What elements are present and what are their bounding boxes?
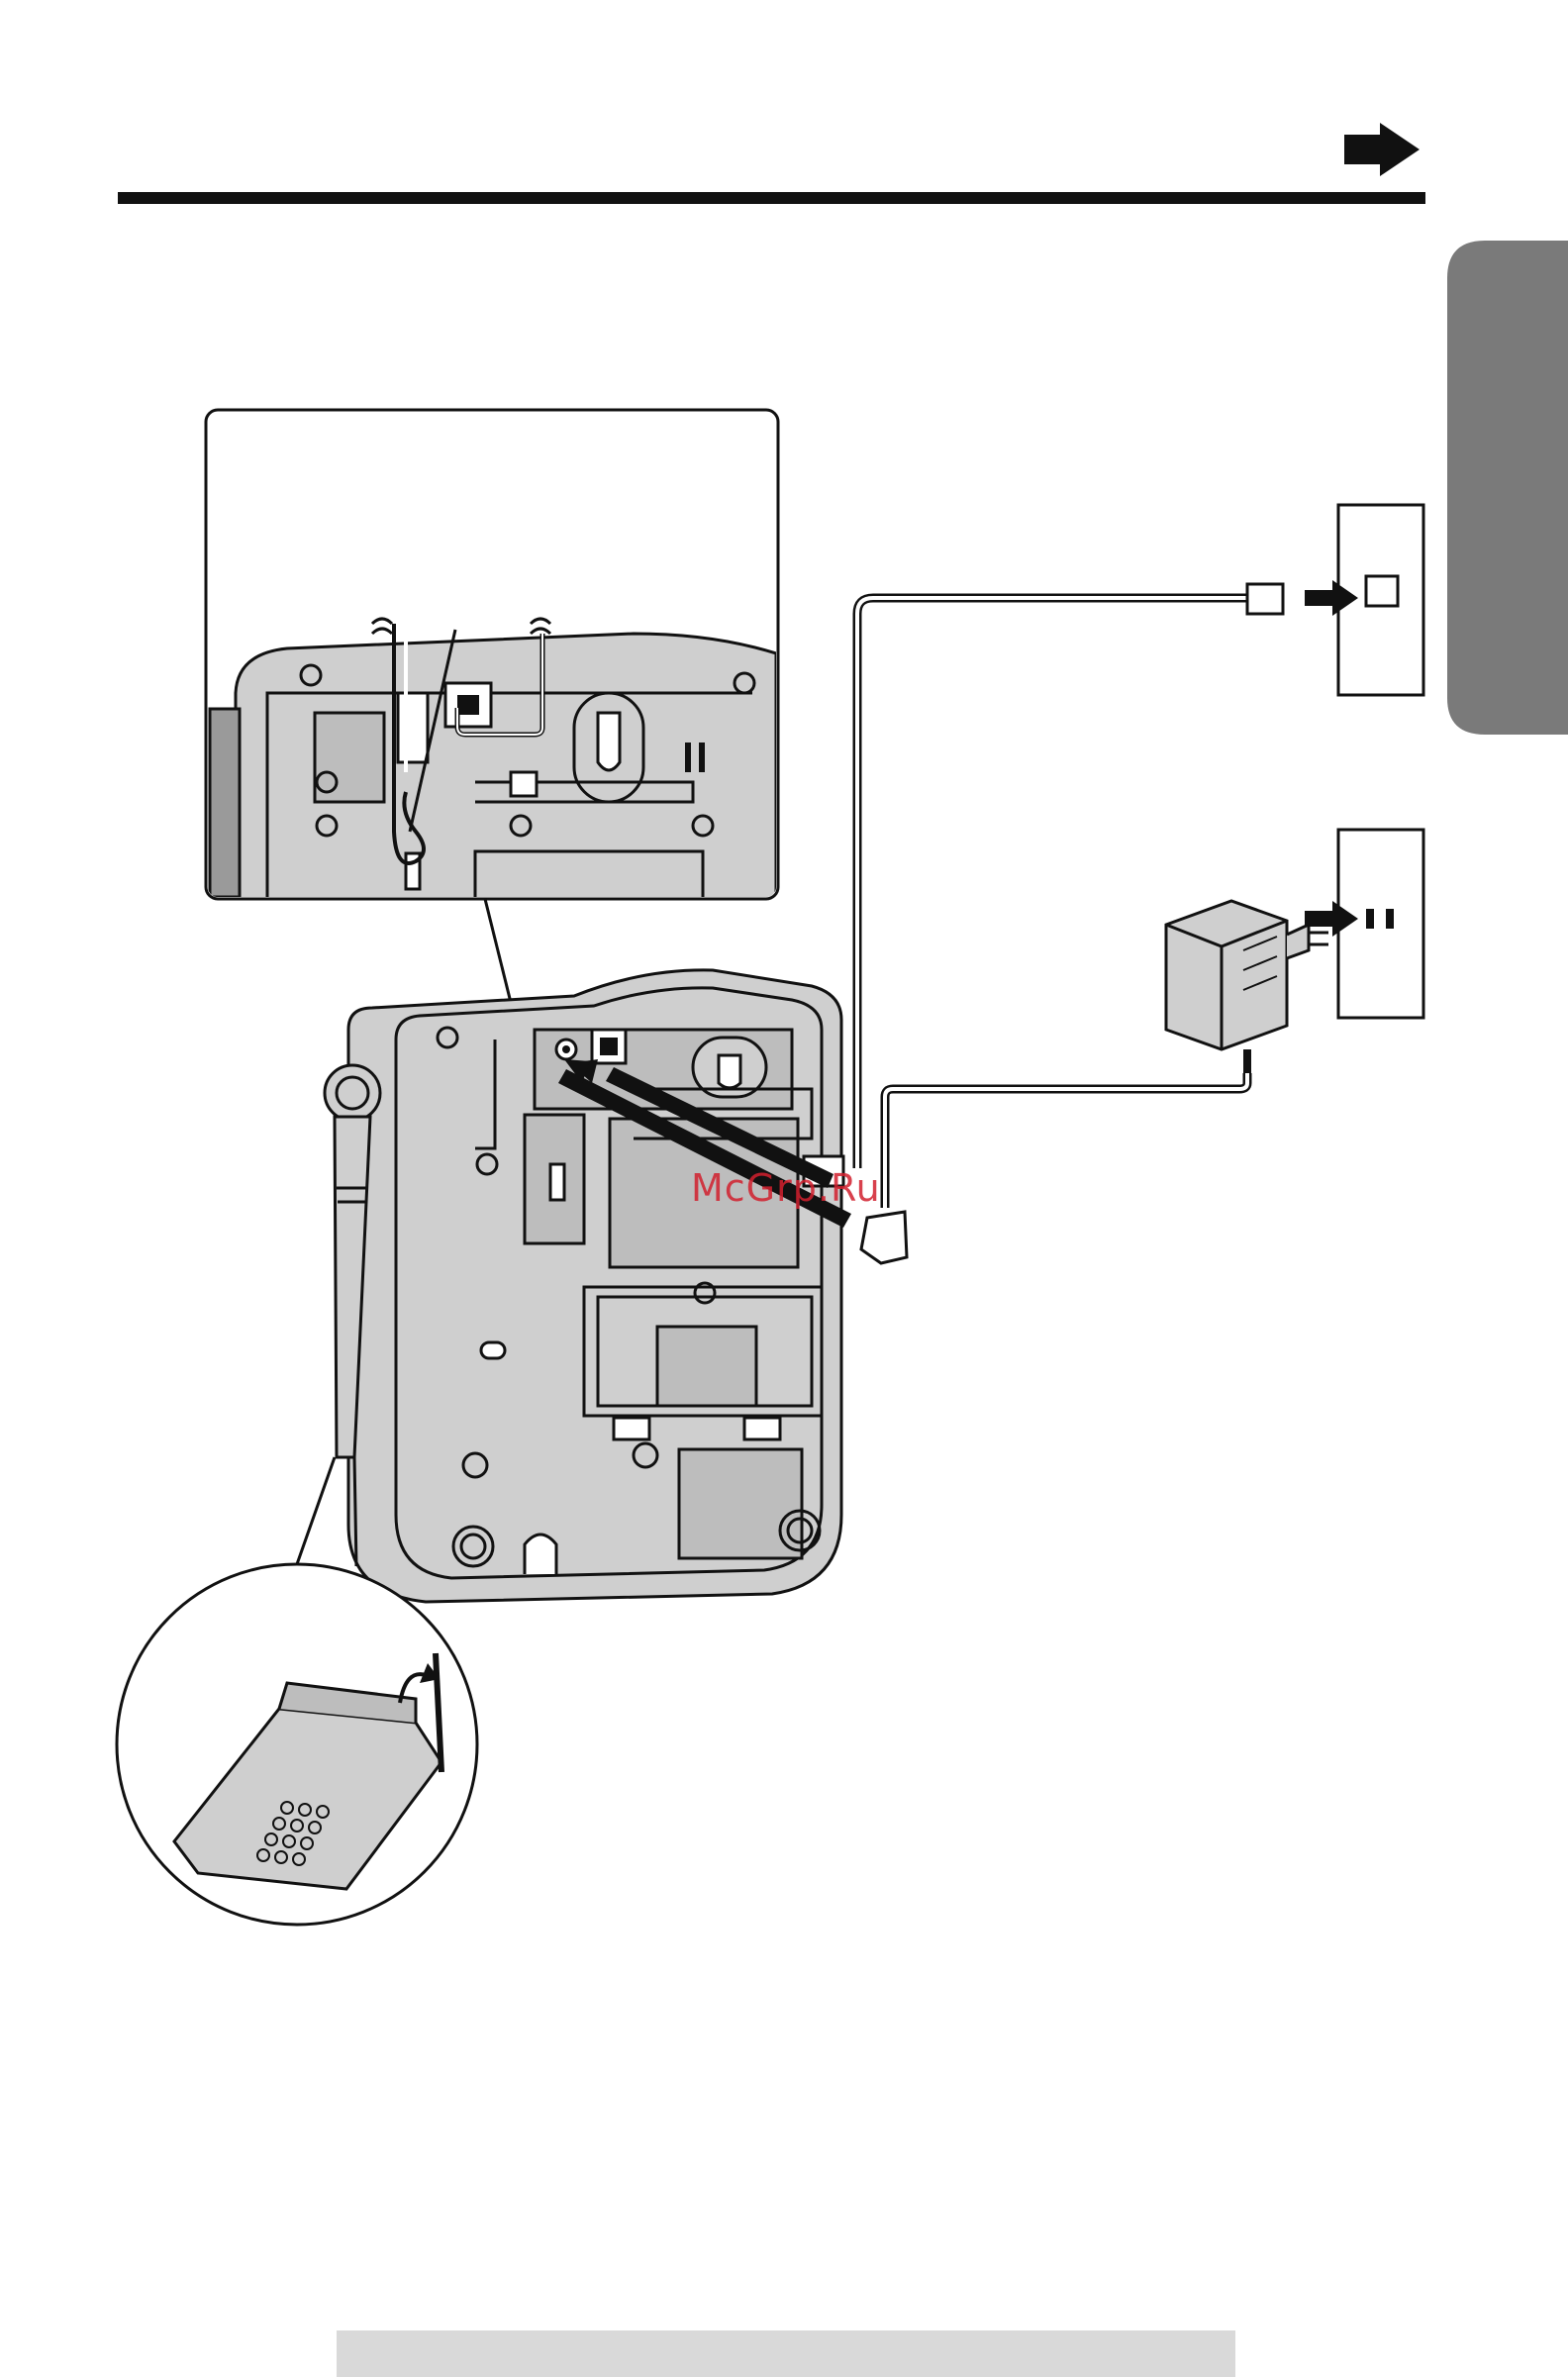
power-outlet — [1305, 830, 1423, 1018]
telephone-line-cord — [804, 584, 1283, 1186]
ac-adaptor — [861, 901, 1328, 1263]
cord-hook-detail — [206, 410, 778, 899]
watermark: McGrp.Ru — [691, 1166, 881, 1210]
top-rule — [118, 192, 1425, 204]
arrow-right-icon — [1344, 123, 1420, 176]
footer-bar — [337, 2330, 1235, 2377]
telephone-wall-jack — [1305, 505, 1423, 695]
section-tab — [1447, 241, 1568, 735]
